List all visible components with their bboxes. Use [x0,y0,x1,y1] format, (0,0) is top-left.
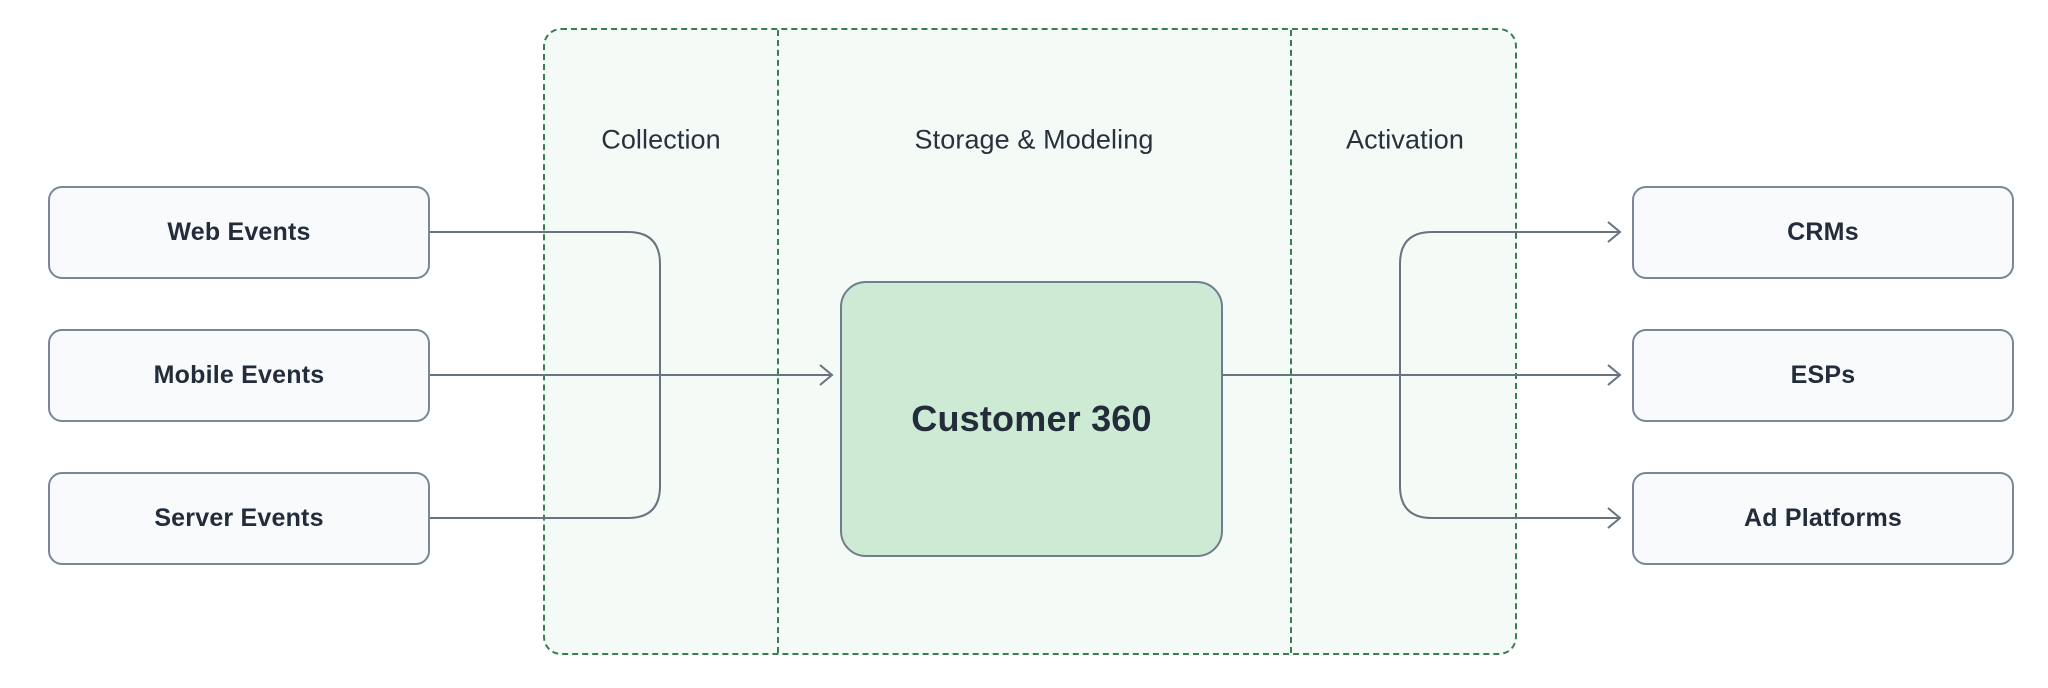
node-mobile-events[interactable]: Mobile Events [48,329,430,422]
node-ad-platforms-label: Ad Platforms [1744,504,1902,532]
node-crms-label: CRMs [1787,218,1859,246]
arrowhead-to-esps [1607,364,1622,386]
node-crms[interactable]: CRMs [1632,186,2014,279]
node-server-events-label: Server Events [154,504,324,532]
node-server-events[interactable]: Server Events [48,472,430,565]
arrowhead-to-crms [1607,221,1622,243]
phase-label-storage-modeling: Storage & Modeling [914,124,1154,155]
node-customer-360-label: Customer 360 [911,398,1152,439]
node-esps-label: ESPs [1790,361,1856,389]
node-web-events[interactable]: Web Events [48,186,430,279]
phase-label-collection: Collection [601,124,721,155]
phase-divider-storage-activation [1290,30,1292,653]
phase-label-activation: Activation [1345,124,1465,155]
node-customer-360[interactable]: Customer 360 [840,281,1223,557]
node-esps[interactable]: ESPs [1632,329,2014,422]
arrowhead-to-ad-platforms [1607,507,1622,529]
node-ad-platforms[interactable]: Ad Platforms [1632,472,2014,565]
node-mobile-events-label: Mobile Events [153,361,325,389]
node-web-events-label: Web Events [167,218,311,246]
phase-divider-collection-storage [777,30,779,653]
